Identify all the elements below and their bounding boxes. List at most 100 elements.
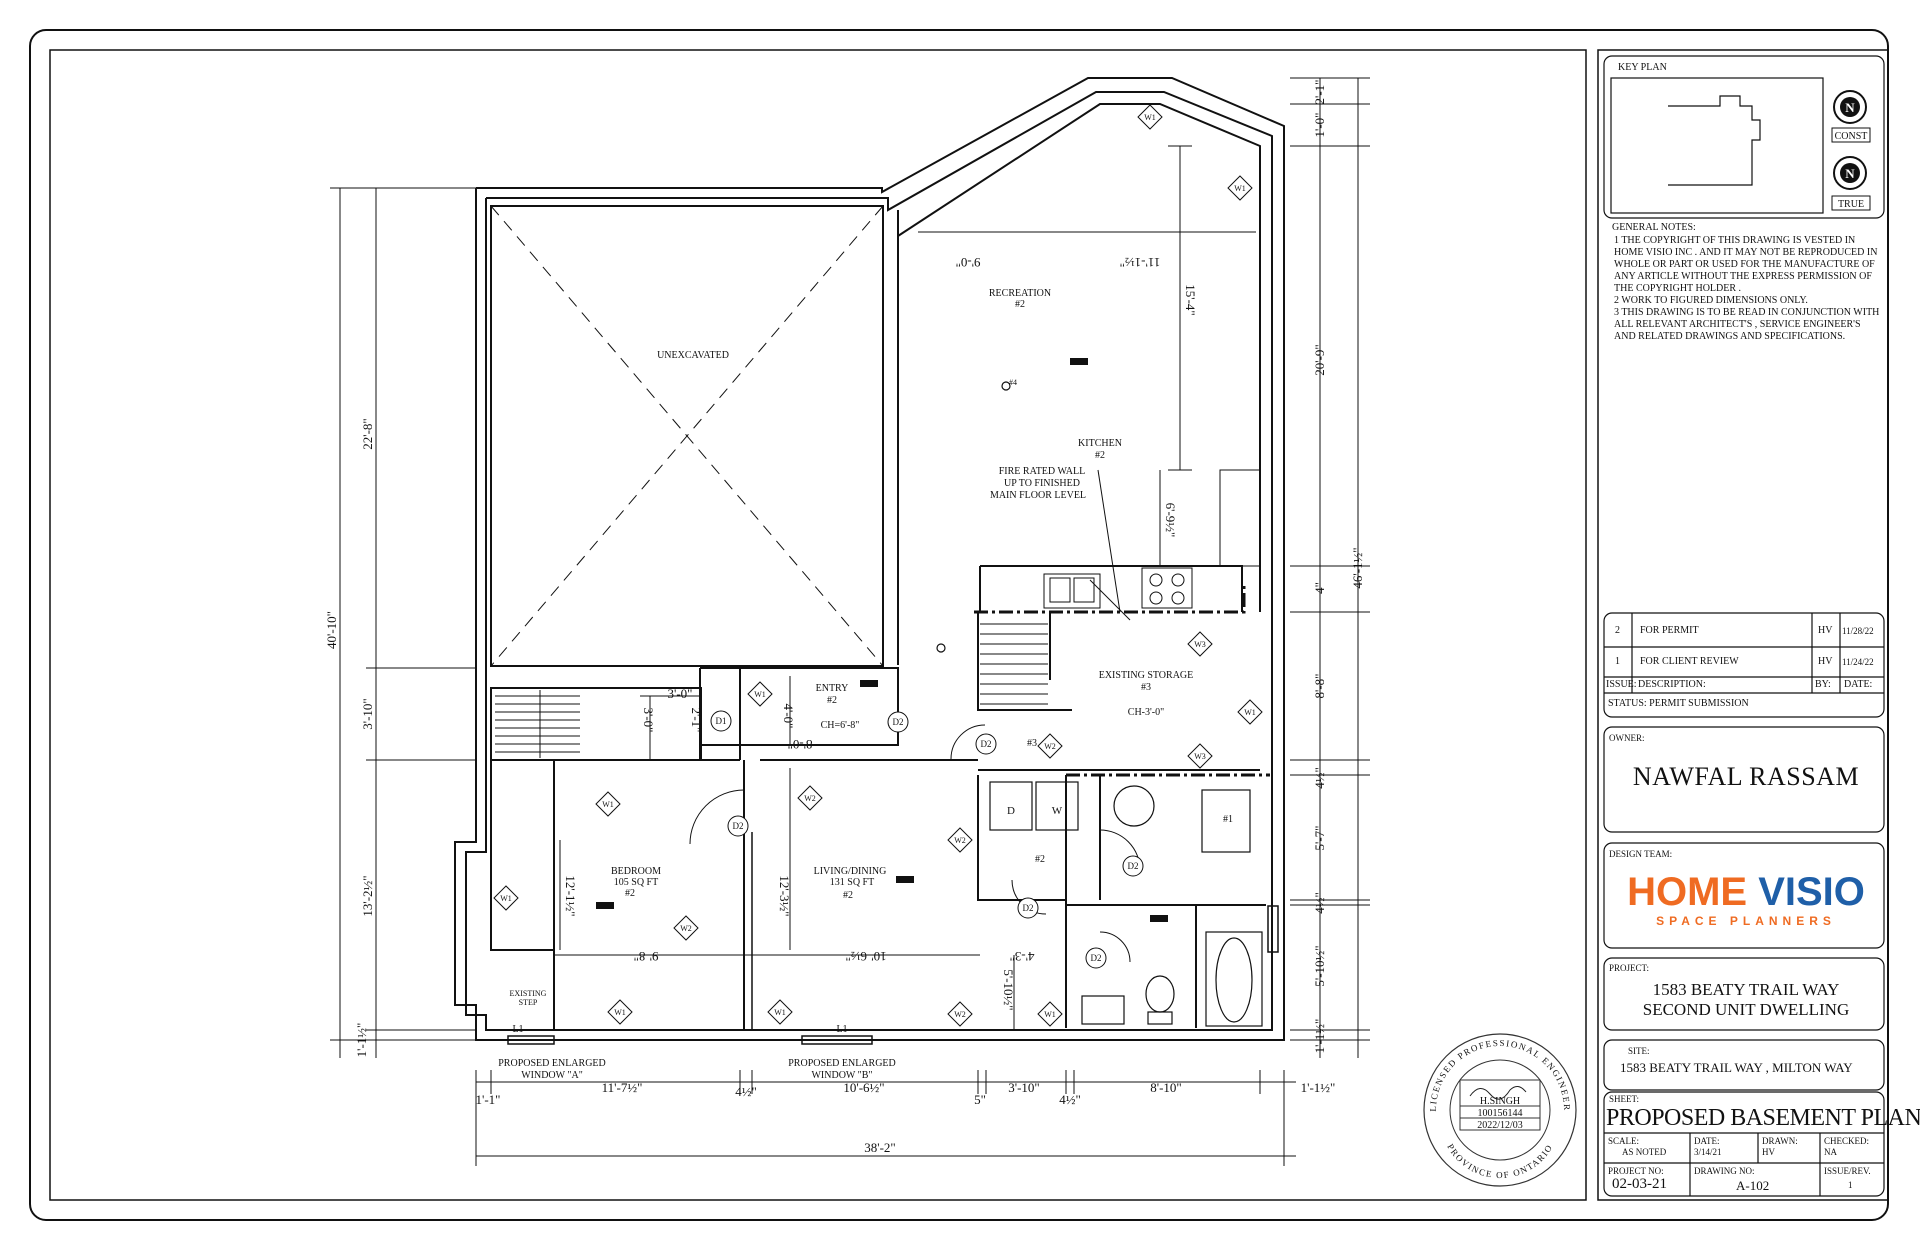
svg-text:W1: W1 — [500, 894, 512, 903]
svg-text:1'-1½": 1'-1½" — [1301, 1080, 1336, 1095]
rev-label: ISSUE/REV. — [1824, 1166, 1871, 1176]
note-2: 2 WORK TO FIGURED DIMENSIONS ONLY. — [1614, 295, 1808, 306]
svg-text:MAIN FLOOR LEVEL: MAIN FLOOR LEVEL — [990, 490, 1086, 501]
svg-text:13'-2½": 13'-2½" — [360, 875, 375, 916]
svg-text:5'-10½": 5'-10½" — [1001, 969, 1016, 1010]
svg-text:W1: W1 — [1044, 1010, 1056, 1019]
svg-text:#2: #2 — [843, 890, 853, 901]
svg-text:3'-10": 3'-10" — [1008, 1080, 1039, 1095]
svg-text:8'-10": 8'-10" — [1150, 1080, 1181, 1095]
svg-text:W1: W1 — [614, 1008, 626, 1017]
svg-text:#1: #1 — [1223, 814, 1233, 825]
dimension-lines — [330, 77, 1370, 1166]
date-label: DATE: — [1694, 1136, 1720, 1146]
svg-text:4½": 4½" — [735, 1084, 757, 1099]
svg-text:5'-7": 5'-7" — [1312, 826, 1327, 851]
svg-text:#2: #2 — [1035, 854, 1045, 865]
note-3: 3 THIS DRAWING IS TO BE READ IN CONJUNCT… — [1614, 307, 1880, 342]
issue-row-1-desc: FOR PERMIT — [1640, 625, 1699, 636]
status-text: STATUS: PERMIT SUBMISSION — [1608, 698, 1749, 709]
issue-row-1-by: HV — [1818, 625, 1833, 636]
svg-text:3'-0": 3'-0" — [668, 686, 693, 701]
svg-text:5": 5" — [974, 1092, 986, 1107]
outer-border — [29, 29, 1889, 1221]
svg-text:46'-1½": 46'-1½" — [1350, 547, 1365, 588]
svg-text:1'-1": 1'-1" — [476, 1092, 501, 1107]
door-tag-labels: D1 D2 D2 D2 D2 D2 D2 — [716, 716, 1139, 963]
date-value: 3/14/21 — [1694, 1147, 1722, 1157]
north-arrow-const-icon: N — [1833, 90, 1867, 124]
svg-text:12'-1½": 12'-1½" — [563, 875, 578, 916]
project-line-1: 1583 BEATY TRAIL WAY — [1652, 980, 1840, 999]
project-label: PROJECT: — [1609, 963, 1650, 973]
svg-text:1'-0": 1'-0" — [1312, 113, 1327, 138]
svg-text:W1: W1 — [1144, 113, 1156, 122]
svg-text:11'-1½": 11'-1½" — [1120, 255, 1161, 270]
svg-text:W2: W2 — [954, 836, 966, 845]
svg-text:D2: D2 — [733, 821, 744, 831]
project-no-label: PROJECT NO: — [1608, 1166, 1664, 1176]
stair-treads-storage — [980, 623, 1048, 705]
svg-text:#3: #3 — [1027, 738, 1037, 749]
svg-text:D2: D2 — [1128, 861, 1139, 871]
svg-text:22'-8": 22'-8" — [360, 418, 375, 449]
svg-text:2'-1": 2'-1" — [1312, 80, 1327, 105]
issue-row-2-by: HV — [1818, 656, 1833, 667]
svg-text:2'-1": 2'-1" — [689, 708, 704, 733]
svg-text:W3: W3 — [1194, 640, 1206, 649]
storage-label: EXISTING STORAGE — [1099, 670, 1194, 681]
svg-text:D2: D2 — [1091, 953, 1102, 963]
svg-text:#4: #4 — [1009, 378, 1017, 387]
issue-header-by: BY: — [1815, 679, 1831, 690]
issue-row-2-desc: FOR CLIENT REVIEW — [1640, 656, 1739, 667]
issue-row-1-date: 11/28/22 — [1842, 626, 1874, 636]
scale-value: AS NOTED — [1622, 1147, 1667, 1157]
note-1: 1 THE COPYRIGHT OF THIS DRAWING IS VESTE… — [1614, 235, 1878, 294]
svg-text:8'-8": 8'-8" — [1312, 674, 1327, 699]
title-block-boxes — [1603, 55, 1885, 1197]
owner-label: OWNER: — [1609, 733, 1645, 743]
window-tag-labels: W1 W1 W3 W1 W3 W2 W1 W2 W2 W1 W1 W2 W1 W… — [500, 113, 1256, 1019]
drawn-label: DRAWN: — [1762, 1136, 1798, 1146]
svg-text:#2: #2 — [1015, 299, 1025, 310]
kitchen-label: KITCHEN — [1078, 438, 1122, 449]
svg-text:131 SQ FT: 131 SQ FT — [830, 877, 874, 888]
svg-text:20'-9": 20'-9" — [1312, 344, 1327, 375]
plan-walls — [454, 77, 1285, 1041]
svg-text:15'-4": 15'-4" — [1183, 284, 1198, 315]
svg-text:105 SQ FT: 105 SQ FT — [614, 877, 658, 888]
north-true-label: TRUE — [1838, 199, 1864, 210]
svg-text:W2: W2 — [954, 1010, 966, 1019]
windows — [507, 905, 1279, 1045]
svg-text:D2: D2 — [893, 717, 904, 727]
svg-text:W3: W3 — [1194, 752, 1206, 761]
floor-vents — [596, 358, 1168, 922]
svg-text:W2: W2 — [680, 924, 692, 933]
project-no-value: 02-03-21 — [1612, 1176, 1667, 1192]
fire-rated-wall — [974, 586, 1270, 777]
svg-text:11'-7½": 11'-7½" — [602, 1080, 643, 1095]
sheet-title: PROPOSED BASEMENT PLAN — [1606, 1105, 1920, 1131]
svg-text:EXISTING: EXISTING — [510, 989, 547, 998]
svg-text:4½": 4½" — [1312, 892, 1327, 914]
issue-row-2-no: 1 — [1615, 656, 1620, 667]
svg-text:#2: #2 — [1095, 450, 1105, 461]
north-arrow-true-icon: N — [1833, 156, 1867, 190]
svg-text:10'-6½": 10'-6½" — [845, 949, 886, 964]
svg-text:3'-10": 3'-10" — [360, 698, 375, 729]
washer-label: W — [1052, 805, 1063, 817]
svg-text:WINDOW "A": WINDOW "A" — [521, 1070, 583, 1081]
unexcavated-cross — [490, 205, 884, 667]
svg-text:N: N — [1845, 166, 1855, 181]
svg-text:6'-9½": 6'-9½" — [1163, 503, 1178, 538]
utility-fixtures — [936, 381, 1251, 853]
fire-wall-note: FIRE RATED WALL — [999, 466, 1085, 477]
site-value: 1583 BEATY TRAIL WAY , MILTON WAY — [1620, 1060, 1853, 1075]
svg-text:W2: W2 — [804, 794, 816, 803]
title-block-frame — [1597, 49, 1889, 1201]
laundry-machines — [989, 781, 1079, 831]
entry-label: ENTRY — [816, 683, 849, 694]
svg-text:10'-6½": 10'-6½" — [843, 1080, 884, 1095]
svg-text:3'-0": 3'-0" — [641, 708, 656, 733]
